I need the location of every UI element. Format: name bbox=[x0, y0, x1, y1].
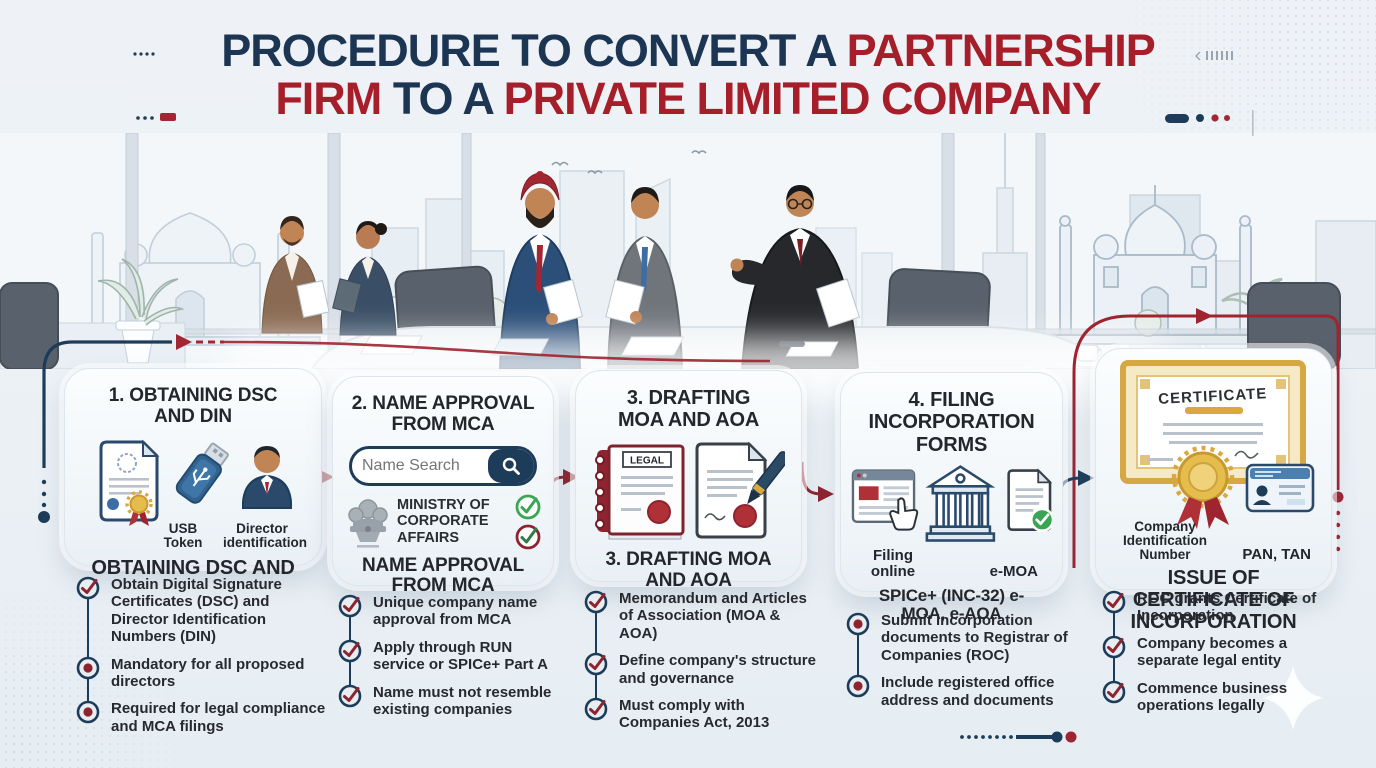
name-search-bar bbox=[349, 445, 537, 486]
businessman-turban bbox=[498, 171, 584, 369]
online-filing-icon bbox=[851, 469, 919, 531]
dsc-certificate-icon bbox=[99, 439, 160, 526]
check-icon bbox=[1102, 590, 1126, 614]
step3-bullets: Memorandum and Articles of Association (… bbox=[584, 590, 816, 742]
name-search-input[interactable] bbox=[352, 456, 488, 475]
businesswoman-navy-suit bbox=[332, 221, 397, 336]
bullet-item: Must comply with Companies Act, 2013 bbox=[584, 697, 816, 732]
bullet-item: Mandatory for all proposed directors bbox=[76, 656, 328, 691]
page-title: PROCEDURE TO CONVERT A PARTNERSHIP FIRM … bbox=[0, 28, 1376, 122]
step-card-2: 2. NAME APPROVAL FROM MCA MINISTRY OF CO… bbox=[332, 376, 554, 596]
usb-token-label: USB Token bbox=[163, 520, 203, 551]
pan-tan-label: PAN, TAN bbox=[1242, 545, 1311, 563]
office-scene-illustration bbox=[0, 133, 1376, 369]
step4-icons bbox=[851, 465, 1052, 542]
pan-card-icon bbox=[1245, 463, 1314, 513]
step1-subheading: OBTAINING DSC AND bbox=[91, 556, 295, 579]
hand-cursor-icon bbox=[889, 497, 919, 531]
pen-icon bbox=[746, 450, 785, 504]
title-part: FIRM bbox=[275, 72, 382, 124]
step3-subheading: 3. DRAFTING MOA AND AOA bbox=[605, 548, 772, 591]
bullet-item: Apply through RUN service or SPICe+ Part… bbox=[338, 639, 568, 674]
approval-checks bbox=[515, 494, 541, 550]
dot-icon bbox=[76, 656, 100, 679]
step2-heading: 2. NAME APPROVAL FROM MCA bbox=[351, 393, 535, 436]
legal-label: LEGAL bbox=[630, 455, 664, 466]
director-label: Director identification bbox=[223, 520, 307, 551]
step2-subheading: NAME APPROVAL FROM MCA bbox=[361, 554, 525, 597]
certificate-illustration: CERTIFICATE bbox=[1119, 360, 1314, 529]
step1-heading: 1. OBTAINING DSC AND DIN bbox=[108, 385, 278, 428]
dot-icon bbox=[846, 612, 870, 636]
bullet-item: Required for legal compliance and MCA fi… bbox=[76, 700, 328, 735]
ministry-label: MINISTRY OF CORPORATE AFFAIRS bbox=[397, 497, 490, 546]
check-icon bbox=[584, 652, 608, 676]
businessman-gray-suit bbox=[605, 187, 684, 369]
step-card-3: 3. DRAFTING MOA AND AOA LEGAL bbox=[575, 370, 802, 591]
bullet-item: Commence business operations legally bbox=[1102, 680, 1342, 715]
halftone-decoration bbox=[0, 588, 230, 768]
step-card-4: 4. FILING INCORPORATION FORMS bbox=[840, 372, 1063, 623]
dot-icon bbox=[76, 701, 100, 724]
businessman-brown-suit bbox=[261, 216, 330, 334]
title-part: PARTNERSHIP bbox=[846, 25, 1156, 76]
check-icon bbox=[1102, 680, 1126, 703]
moa-document-icon bbox=[695, 441, 785, 539]
step-card-1: 1. OBTAINING DSC AND DIN bbox=[64, 368, 322, 579]
online-filing-label: Filing online bbox=[870, 547, 916, 581]
emoa-label: e-MOA bbox=[989, 563, 1038, 581]
check-icon bbox=[584, 697, 608, 721]
birds bbox=[551, 150, 707, 175]
bullet-item: Submit incorporation documents to Regist… bbox=[846, 612, 1086, 664]
bullet-item: Obtain Digital Signature Certificates (D… bbox=[76, 576, 328, 646]
legal-book-icon: LEGAL bbox=[594, 444, 684, 540]
check-icon bbox=[1102, 635, 1126, 659]
bullet-item: Unique company name approval from MCA bbox=[338, 594, 568, 629]
plant-leaves bbox=[97, 258, 185, 326]
green-check-icon bbox=[515, 494, 541, 519]
bullet-item: Include registered office address and do… bbox=[846, 674, 1086, 709]
step3-icons: LEGAL bbox=[594, 441, 785, 540]
step5-subheading: ISSUE OF CERTIFICATE OF INCORPORATION bbox=[1130, 566, 1297, 633]
emoa-document-icon bbox=[1007, 468, 1052, 533]
title-part: PRIVATE LIMITED COMPANY bbox=[503, 72, 1102, 124]
bullet-item: ROC grants Certificate of Incorporation bbox=[1102, 590, 1342, 625]
title-part: PROCEDURE TO CONVERT A bbox=[221, 25, 836, 76]
step2-bullets: Unique company name approval from MCA Ap… bbox=[338, 594, 568, 728]
step5-bullets: ROC grants Certificate of Incorporation … bbox=[1102, 590, 1342, 724]
navy-step-arrow bbox=[1056, 470, 1094, 515]
step1-icons bbox=[99, 439, 292, 526]
bullet-item: Memorandum and Articles of Association (… bbox=[584, 590, 816, 642]
bullet-item: Name must not resemble existing companie… bbox=[338, 684, 568, 719]
bullet-item: Company becomes a separate legal entity bbox=[1102, 635, 1342, 670]
step4-bullets: Submit incorporation documents to Regist… bbox=[846, 612, 1086, 719]
lawyer-black-robe bbox=[730, 185, 861, 369]
cin-label: Company Identification Number bbox=[1123, 519, 1207, 563]
check-icon bbox=[584, 590, 608, 614]
search-button[interactable] bbox=[488, 448, 534, 483]
check-icon bbox=[338, 684, 362, 707]
step1-bullets: Obtain Digital Signature Certificates (D… bbox=[76, 576, 328, 745]
director-icon bbox=[242, 445, 292, 509]
bullet-item: Define company's structure and governanc… bbox=[584, 652, 816, 687]
title-part: TO A bbox=[392, 72, 493, 124]
check-icon bbox=[338, 639, 362, 663]
check-icon bbox=[76, 576, 100, 600]
ashoka-emblem-icon bbox=[348, 498, 388, 548]
step4-subheading: SPICe+ (INC-32) e-MOA, e-AOA bbox=[878, 585, 1025, 624]
usb-token-icon bbox=[175, 442, 229, 504]
dot-icon bbox=[846, 674, 870, 698]
plant-pot bbox=[115, 320, 161, 331]
step4-heading: 4. FILING INCORPORATION FORMS bbox=[868, 389, 1035, 456]
step-card-5: CERTIFICATE Co bbox=[1095, 348, 1332, 633]
bank-building-icon bbox=[925, 465, 996, 542]
check-icon bbox=[338, 594, 362, 618]
red-check-icon bbox=[515, 524, 541, 549]
search-icon bbox=[502, 457, 520, 475]
step3-heading: 3. DRAFTING MOA AND AOA bbox=[617, 387, 760, 432]
